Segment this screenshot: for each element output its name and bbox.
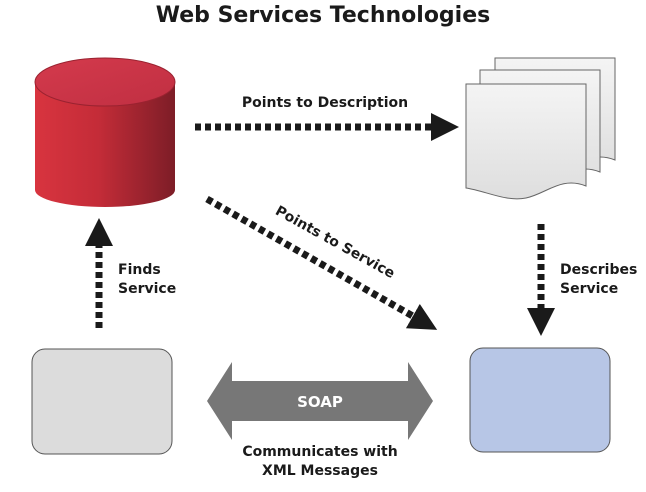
soap-label: SOAP (297, 393, 343, 411)
database-cylinder-icon (34, 57, 176, 207)
diagram-title: Web Services Technologies (156, 3, 490, 28)
finds-service-label-line2: Service (118, 281, 176, 297)
points-to-service-label: Points to Service (272, 203, 397, 282)
registry-node (34, 57, 176, 207)
service-node (469, 347, 611, 453)
description-node (465, 57, 616, 200)
describes-service-label-line2: Service (560, 281, 618, 297)
finds-service-label-line1: Finds (118, 262, 161, 278)
describes-service-label-line1: Describes (560, 262, 637, 278)
soap-double-arrow (207, 362, 433, 440)
points-to-description-label: Points to Description (242, 95, 408, 111)
communicates-label-line1: Communicates with (242, 444, 397, 460)
points-to-service-arrow (205, 195, 438, 330)
communicates-label-line2: XML Messages (262, 463, 378, 479)
document-stack-icon (465, 57, 616, 200)
client-node (31, 348, 173, 455)
